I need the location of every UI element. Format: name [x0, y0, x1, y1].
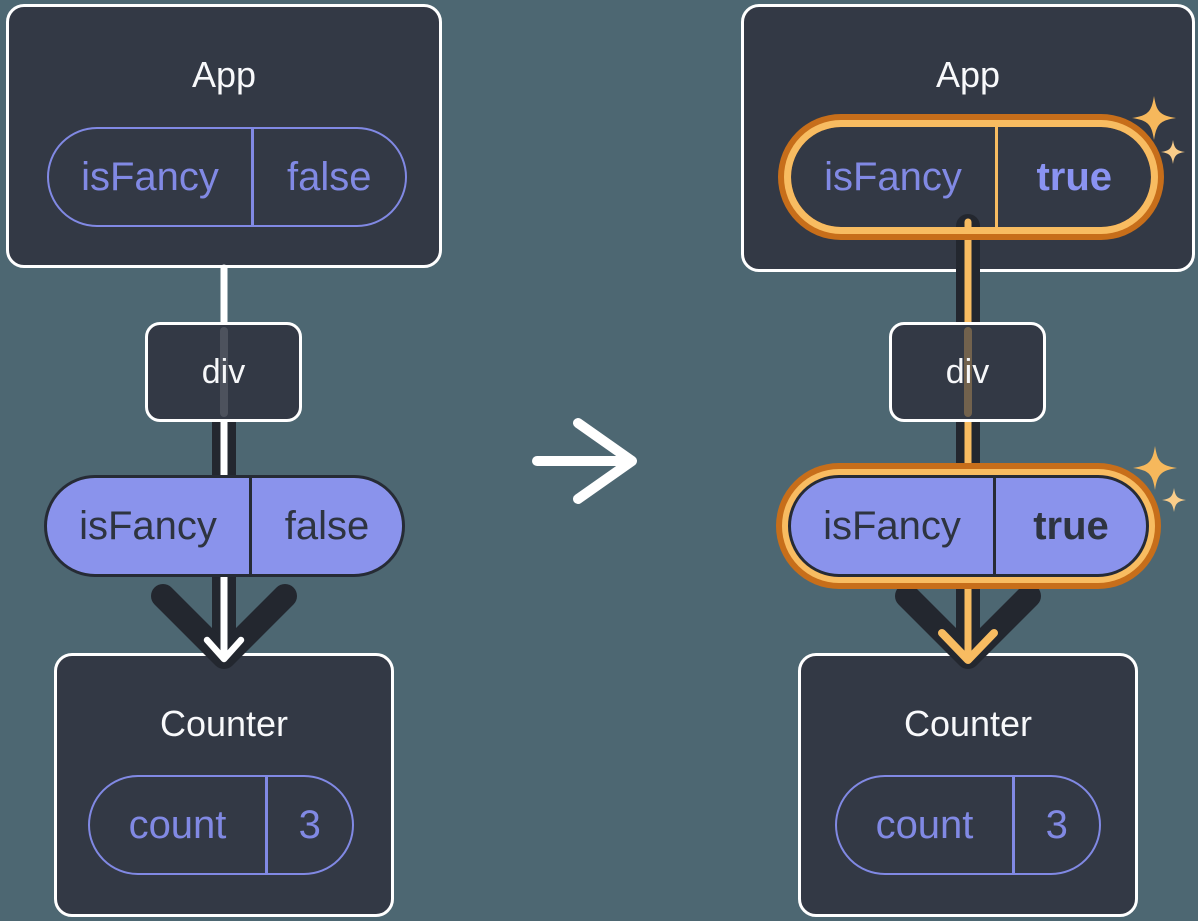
component-title: App	[191, 54, 257, 95]
pill-divider	[1012, 777, 1015, 873]
state-name: isFancy	[824, 155, 962, 199]
arrow-down-icon	[895, 214, 1041, 669]
state-value: true	[1036, 155, 1113, 199]
pill-divider	[249, 478, 252, 574]
state-pill-count-before: count 3	[88, 775, 354, 875]
counter-component-card-before: Counter count 3	[54, 653, 394, 917]
state-name: count	[128, 803, 227, 847]
prop-value: true	[1033, 504, 1109, 548]
prop-value: false	[284, 504, 370, 548]
div-node-label: div	[201, 352, 246, 391]
prop-name: isFancy	[823, 504, 961, 548]
pill-divider	[993, 478, 996, 574]
app-component-card-before: App isFancy false	[6, 4, 442, 268]
prop-pill-isfancy-after: isFancy true	[788, 475, 1149, 577]
state-value: 3	[1045, 803, 1068, 847]
pill-divider	[995, 127, 998, 227]
pill-divider	[251, 129, 254, 225]
prop-name: isFancy	[79, 504, 217, 548]
state-name: isFancy	[81, 155, 219, 199]
div-node-label: div	[945, 352, 990, 391]
sparkle-icon	[1162, 488, 1186, 512]
state-value: 3	[298, 803, 321, 847]
div-node-after: div	[889, 322, 1046, 422]
arrow-right-icon	[532, 418, 637, 504]
component-title: Counter	[903, 703, 1033, 744]
state-pill-isfancy-after: isFancy true	[791, 127, 1151, 227]
state-value: false	[287, 155, 372, 199]
state-pill-isfancy-before: isFancy false	[47, 127, 407, 227]
prop-pill-isfancy-before: isFancy false	[44, 475, 405, 577]
state-name: count	[875, 803, 974, 847]
div-node-before: div	[145, 322, 302, 422]
component-title: Counter	[159, 703, 289, 744]
pill-divider	[265, 777, 268, 873]
state-pill-count-after: count 3	[835, 775, 1101, 875]
app-component-card-after: App isFancy true	[741, 4, 1195, 272]
component-title: App	[935, 54, 1001, 95]
counter-component-card-after: Counter count 3	[798, 653, 1138, 917]
